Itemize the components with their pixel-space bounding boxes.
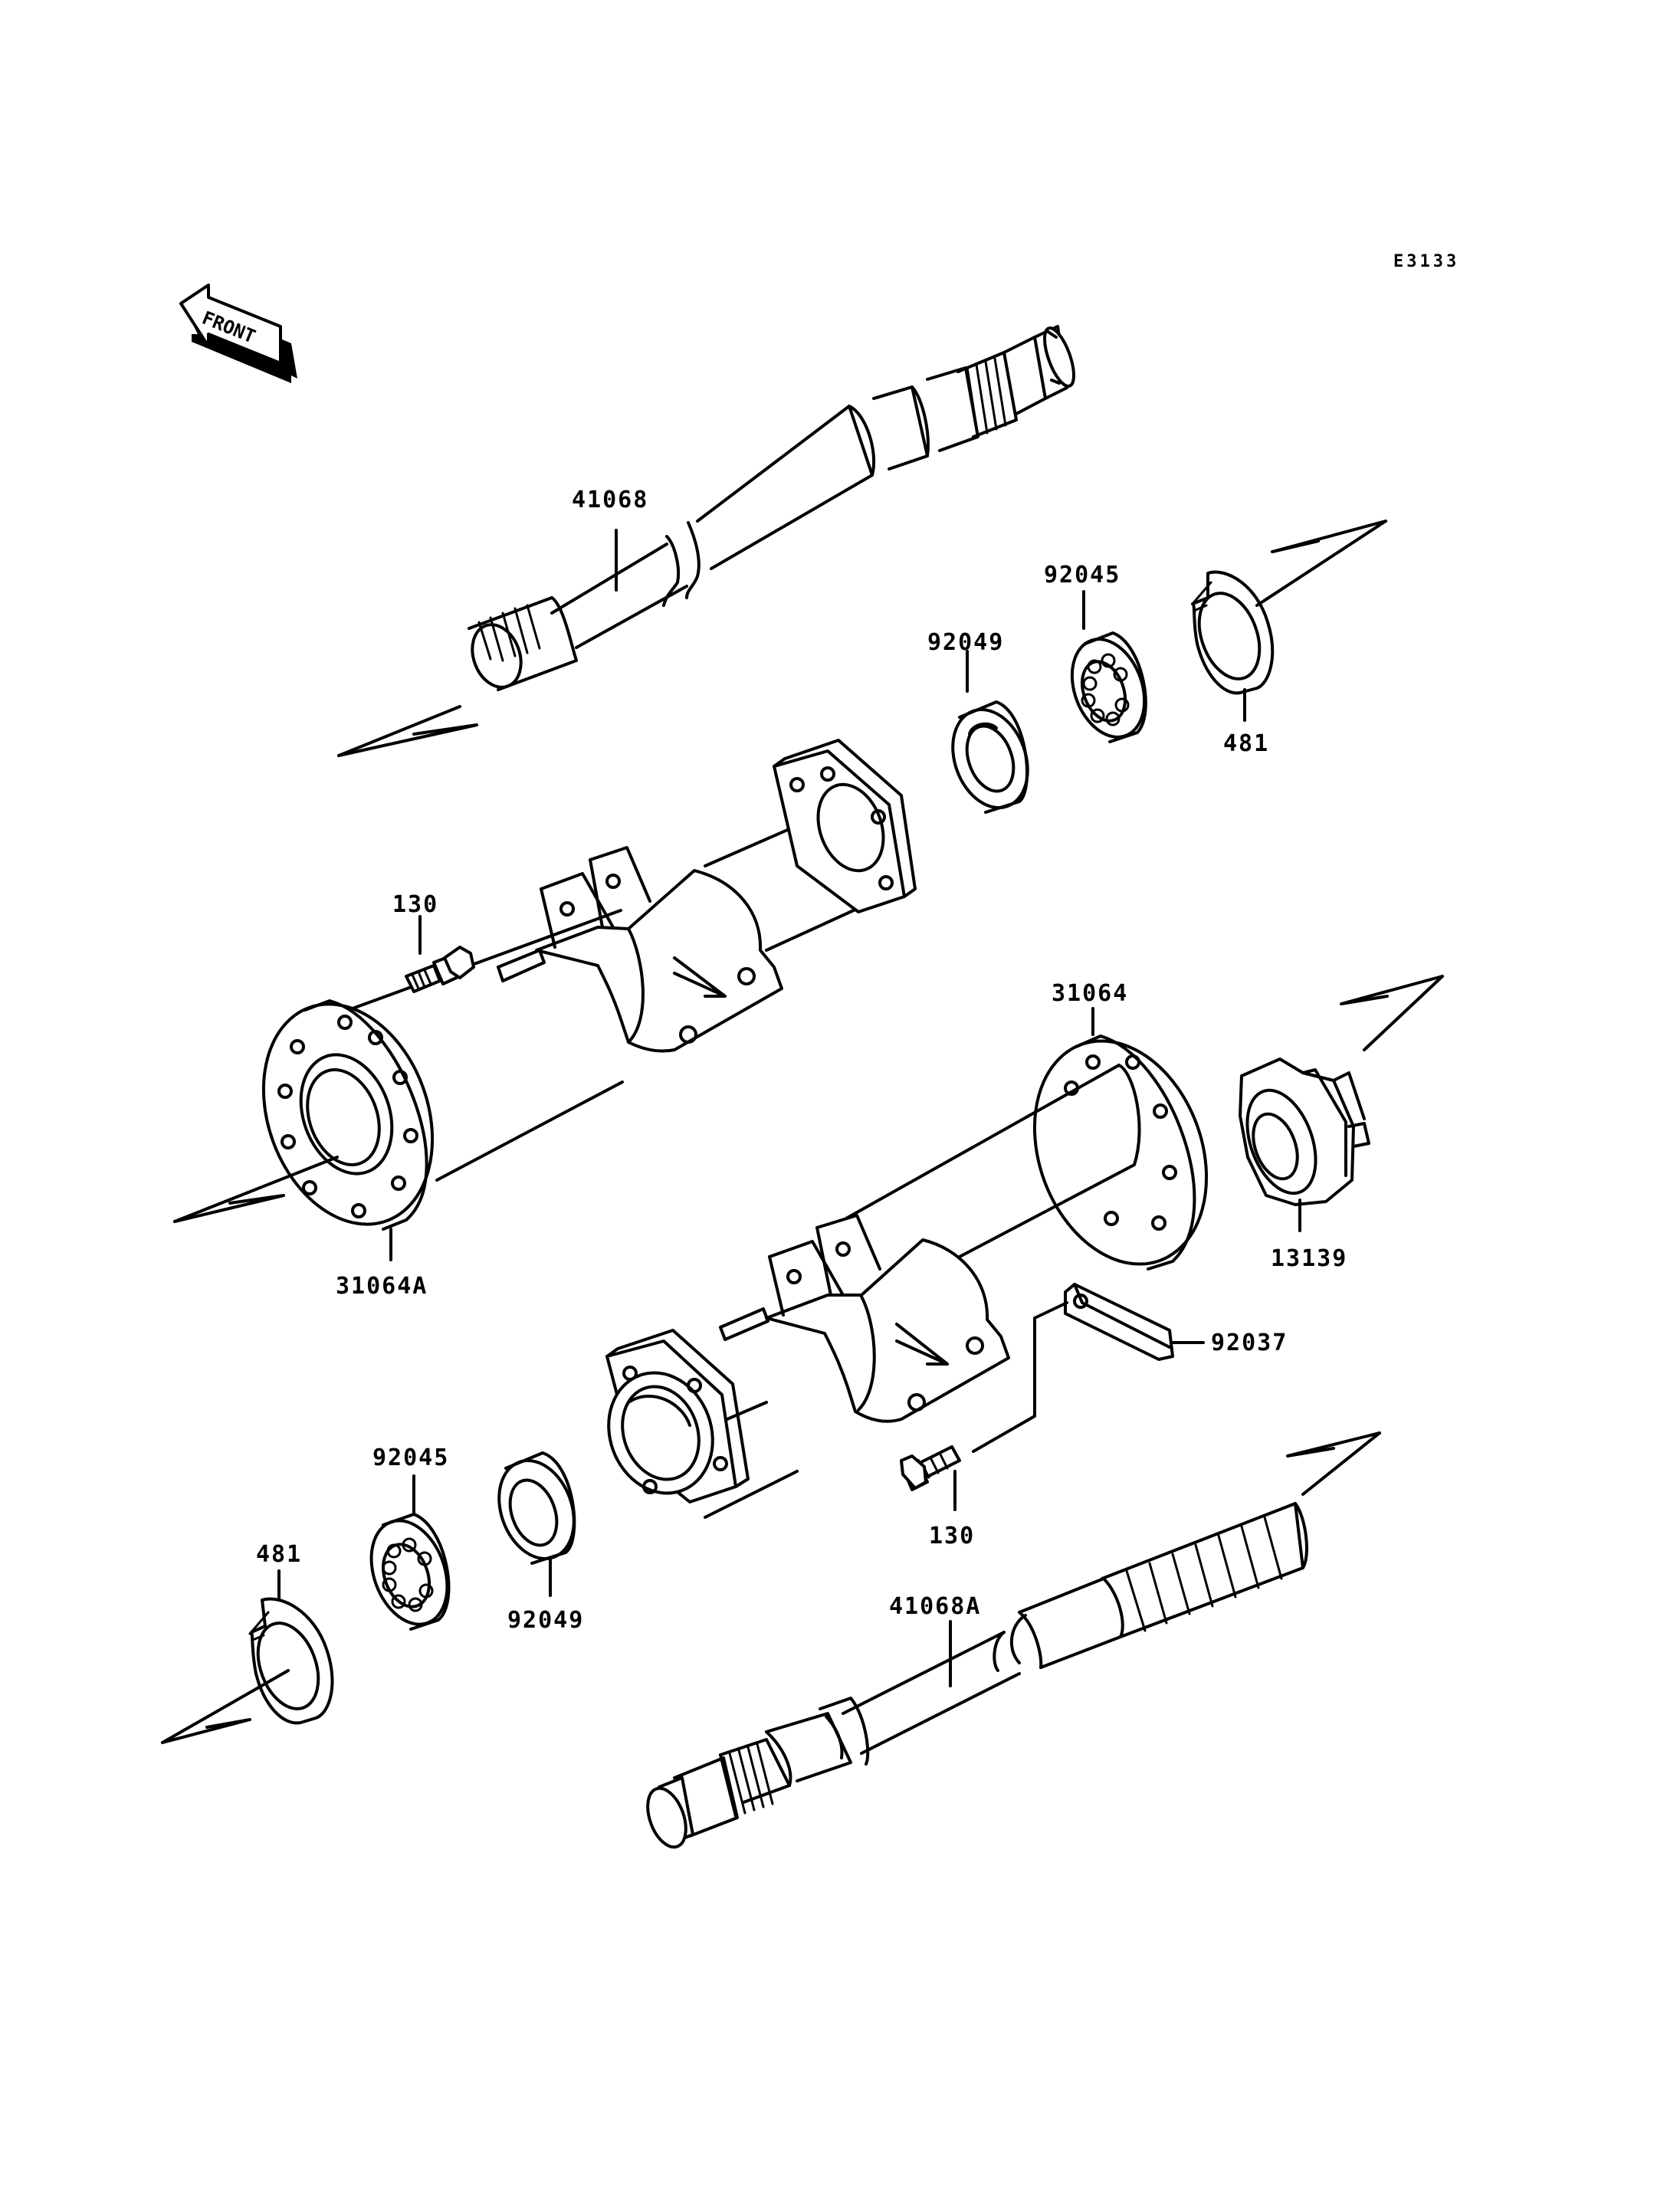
- label-shaft-upper: 41068: [572, 487, 648, 513]
- label-circlip-upper: 481: [1223, 730, 1269, 757]
- upper-bearing: [1070, 590, 1147, 743]
- diagram-code: E3133: [1393, 252, 1459, 271]
- upper-shaft: [337, 325, 1075, 757]
- label-bearing-upper: 92045: [1044, 562, 1121, 589]
- left-housing: [173, 739, 917, 1261]
- label-shaft-lower: 41068A: [889, 1593, 981, 1620]
- upper-bolt: [405, 915, 475, 993]
- label-seal-upper: 92049: [927, 629, 1004, 656]
- lower-bearing: [369, 1474, 451, 1631]
- label-circlip-lower: 481: [256, 1541, 302, 1568]
- hub: [1239, 975, 1444, 1232]
- label-bolt-upper: 130: [392, 891, 438, 918]
- upper-circlip: [1191, 520, 1387, 722]
- label-plate: 92037: [1211, 1330, 1288, 1356]
- label-housing-right: 31064: [1052, 980, 1128, 1007]
- label-housing-left: 31064A: [336, 1273, 428, 1300]
- label-bearing-lower: 92045: [372, 1444, 449, 1471]
- label-seal-lower: 92049: [507, 1607, 584, 1634]
- right-housing: [605, 1007, 1209, 1519]
- lower-shaft: [646, 1431, 1381, 1849]
- lower-circlip: [161, 1569, 334, 1744]
- lower-bolt: [900, 1445, 961, 1511]
- label-hub-right: 13139: [1271, 1245, 1347, 1272]
- front-arrow-icon: FRONT: [179, 284, 297, 383]
- lower-seal: [497, 1451, 576, 1597]
- upper-seal: [951, 650, 1029, 814]
- plate: [972, 1283, 1205, 1453]
- label-bolt-lower: 130: [929, 1523, 975, 1549]
